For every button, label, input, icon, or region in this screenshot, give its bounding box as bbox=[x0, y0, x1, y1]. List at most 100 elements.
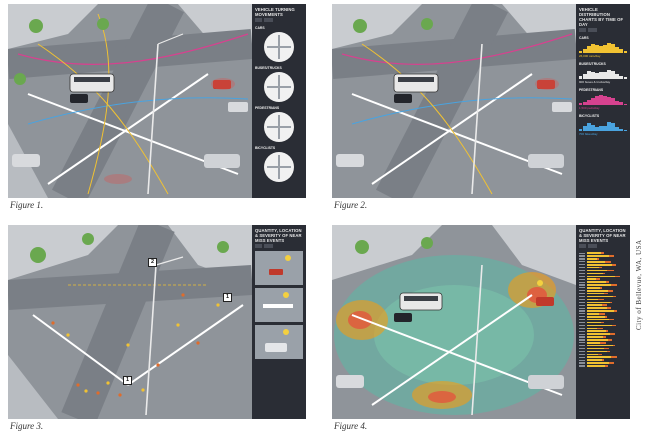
event-row bbox=[579, 362, 627, 364]
event-row bbox=[579, 350, 627, 353]
cars-note: 26,000 cars/day bbox=[579, 54, 601, 58]
figure-caption: Figure 2. bbox=[334, 200, 368, 210]
event-row bbox=[579, 295, 627, 298]
event-bar-list bbox=[576, 252, 630, 367]
event-row bbox=[579, 315, 627, 318]
severity-badge bbox=[285, 255, 291, 261]
event-row bbox=[579, 347, 627, 350]
event-row bbox=[579, 298, 627, 301]
event-row bbox=[579, 353, 627, 356]
panel-title: Vehicle Turning Movements bbox=[255, 7, 295, 17]
turning-movements-panel: Vehicle Turning Movements CARS BUSES/TRU… bbox=[252, 4, 306, 198]
event-row bbox=[579, 275, 627, 278]
meta-chip bbox=[588, 244, 598, 248]
near-miss-panel: Quantity, Location & Severity of Near Mi… bbox=[252, 225, 306, 419]
buses-note: 900 buses & trucks/day bbox=[579, 80, 611, 84]
cars-turning-dial bbox=[264, 32, 294, 62]
cars-bars bbox=[579, 42, 627, 53]
event-row bbox=[579, 284, 627, 286]
meta-chip bbox=[579, 244, 587, 248]
near-miss-marker[interactable]: 1 bbox=[123, 376, 132, 385]
figure-caption: Figure 3. bbox=[10, 421, 44, 431]
intersection-scene-3 bbox=[8, 225, 252, 419]
event-row bbox=[579, 313, 627, 315]
figure-3-image: 1 2 1 Quantity, Location & Severity of N… bbox=[8, 225, 306, 419]
panel-title: Vehicle Distribution Charts by Time of D… bbox=[579, 7, 624, 27]
event-row bbox=[579, 307, 627, 309]
event-row bbox=[579, 344, 627, 347]
peds-note: 1,500 peds/day bbox=[579, 106, 600, 110]
panel-meta bbox=[576, 244, 630, 248]
event-row bbox=[579, 278, 627, 280]
car-shape bbox=[269, 269, 283, 275]
event-row bbox=[579, 304, 627, 307]
panel-meta bbox=[252, 244, 306, 248]
event-thumbnail[interactable] bbox=[255, 288, 303, 322]
event-row bbox=[579, 336, 627, 338]
event-row bbox=[579, 310, 627, 312]
event-row bbox=[579, 266, 627, 269]
severity-badge bbox=[283, 329, 289, 335]
event-row bbox=[579, 318, 627, 321]
car-shape bbox=[265, 343, 287, 352]
event-row bbox=[579, 321, 627, 324]
section-buses: BUSES/TRUCKS bbox=[255, 66, 282, 70]
event-row bbox=[579, 359, 627, 361]
event-row bbox=[579, 330, 627, 333]
event-row bbox=[579, 272, 627, 275]
event-row bbox=[579, 252, 627, 254]
event-row bbox=[579, 365, 627, 367]
event-row bbox=[579, 269, 627, 272]
bikes-note: 700 bikes/day bbox=[579, 132, 598, 136]
meta-chip bbox=[264, 18, 274, 22]
event-row bbox=[579, 301, 627, 304]
distribution-charts-panel: Vehicle Distribution Charts by Time of D… bbox=[576, 4, 630, 198]
section-pedestrians: PEDESTRIANS bbox=[255, 106, 280, 110]
section-bicyclists: BICYCLISTS bbox=[255, 146, 276, 150]
event-row bbox=[579, 292, 627, 295]
event-row bbox=[579, 261, 627, 263]
figure-2-image: Vehicle Distribution Charts by Time of D… bbox=[332, 4, 630, 198]
event-row bbox=[579, 324, 627, 327]
event-row bbox=[579, 263, 627, 266]
event-row bbox=[579, 287, 627, 289]
figure-caption: Figure 4. bbox=[334, 421, 368, 431]
event-row bbox=[579, 333, 627, 335]
meta-chip bbox=[579, 28, 587, 32]
event-row bbox=[579, 339, 627, 341]
meta-chip bbox=[255, 244, 263, 248]
figure-4-image: Quantity, Location & Severity of Near Mi… bbox=[332, 225, 630, 419]
figure-1-image: Vehicle Turning Movements CARS BUSES/TRU… bbox=[8, 4, 306, 198]
intersection-scene-1 bbox=[8, 4, 252, 198]
event-thumbnail[interactable] bbox=[255, 251, 303, 285]
bikes-bars bbox=[579, 120, 627, 131]
section-cars: CARS bbox=[255, 26, 265, 30]
crosswalk-shape bbox=[263, 304, 293, 308]
bicyclists-turning-dial bbox=[264, 152, 294, 182]
near-miss-marker[interactable]: 1 bbox=[223, 293, 232, 302]
buses-bars bbox=[579, 68, 627, 79]
event-row bbox=[579, 255, 627, 257]
peds-bars bbox=[579, 94, 627, 105]
figure-caption: Figure 1. bbox=[10, 200, 44, 210]
event-thumbnail[interactable] bbox=[255, 325, 303, 359]
section-cars: CARS bbox=[579, 36, 589, 40]
severity-badge bbox=[283, 292, 289, 298]
event-row bbox=[579, 281, 627, 283]
intersection-heatmap-scene bbox=[332, 225, 576, 419]
meta-chip bbox=[255, 18, 263, 22]
near-miss-panel: Quantity, Location & Severity of Near Mi… bbox=[576, 225, 630, 419]
event-row bbox=[579, 289, 627, 292]
pedestrians-turning-dial bbox=[264, 112, 294, 142]
section-buses: BUSES/TRUCKS bbox=[579, 62, 606, 66]
image-credit: City of Bellevue, WA, USA bbox=[635, 239, 643, 330]
meta-chip bbox=[588, 28, 598, 32]
section-pedestrians: PEDESTRIANS bbox=[579, 88, 604, 92]
near-miss-marker[interactable]: 2 bbox=[148, 258, 157, 267]
panel-title: Quantity, Location & Severity of Near Mi… bbox=[579, 228, 626, 243]
event-row bbox=[579, 327, 627, 330]
event-row bbox=[579, 342, 627, 344]
meta-chip bbox=[264, 244, 274, 248]
event-row bbox=[579, 258, 627, 260]
buses-turning-dial bbox=[264, 72, 294, 102]
